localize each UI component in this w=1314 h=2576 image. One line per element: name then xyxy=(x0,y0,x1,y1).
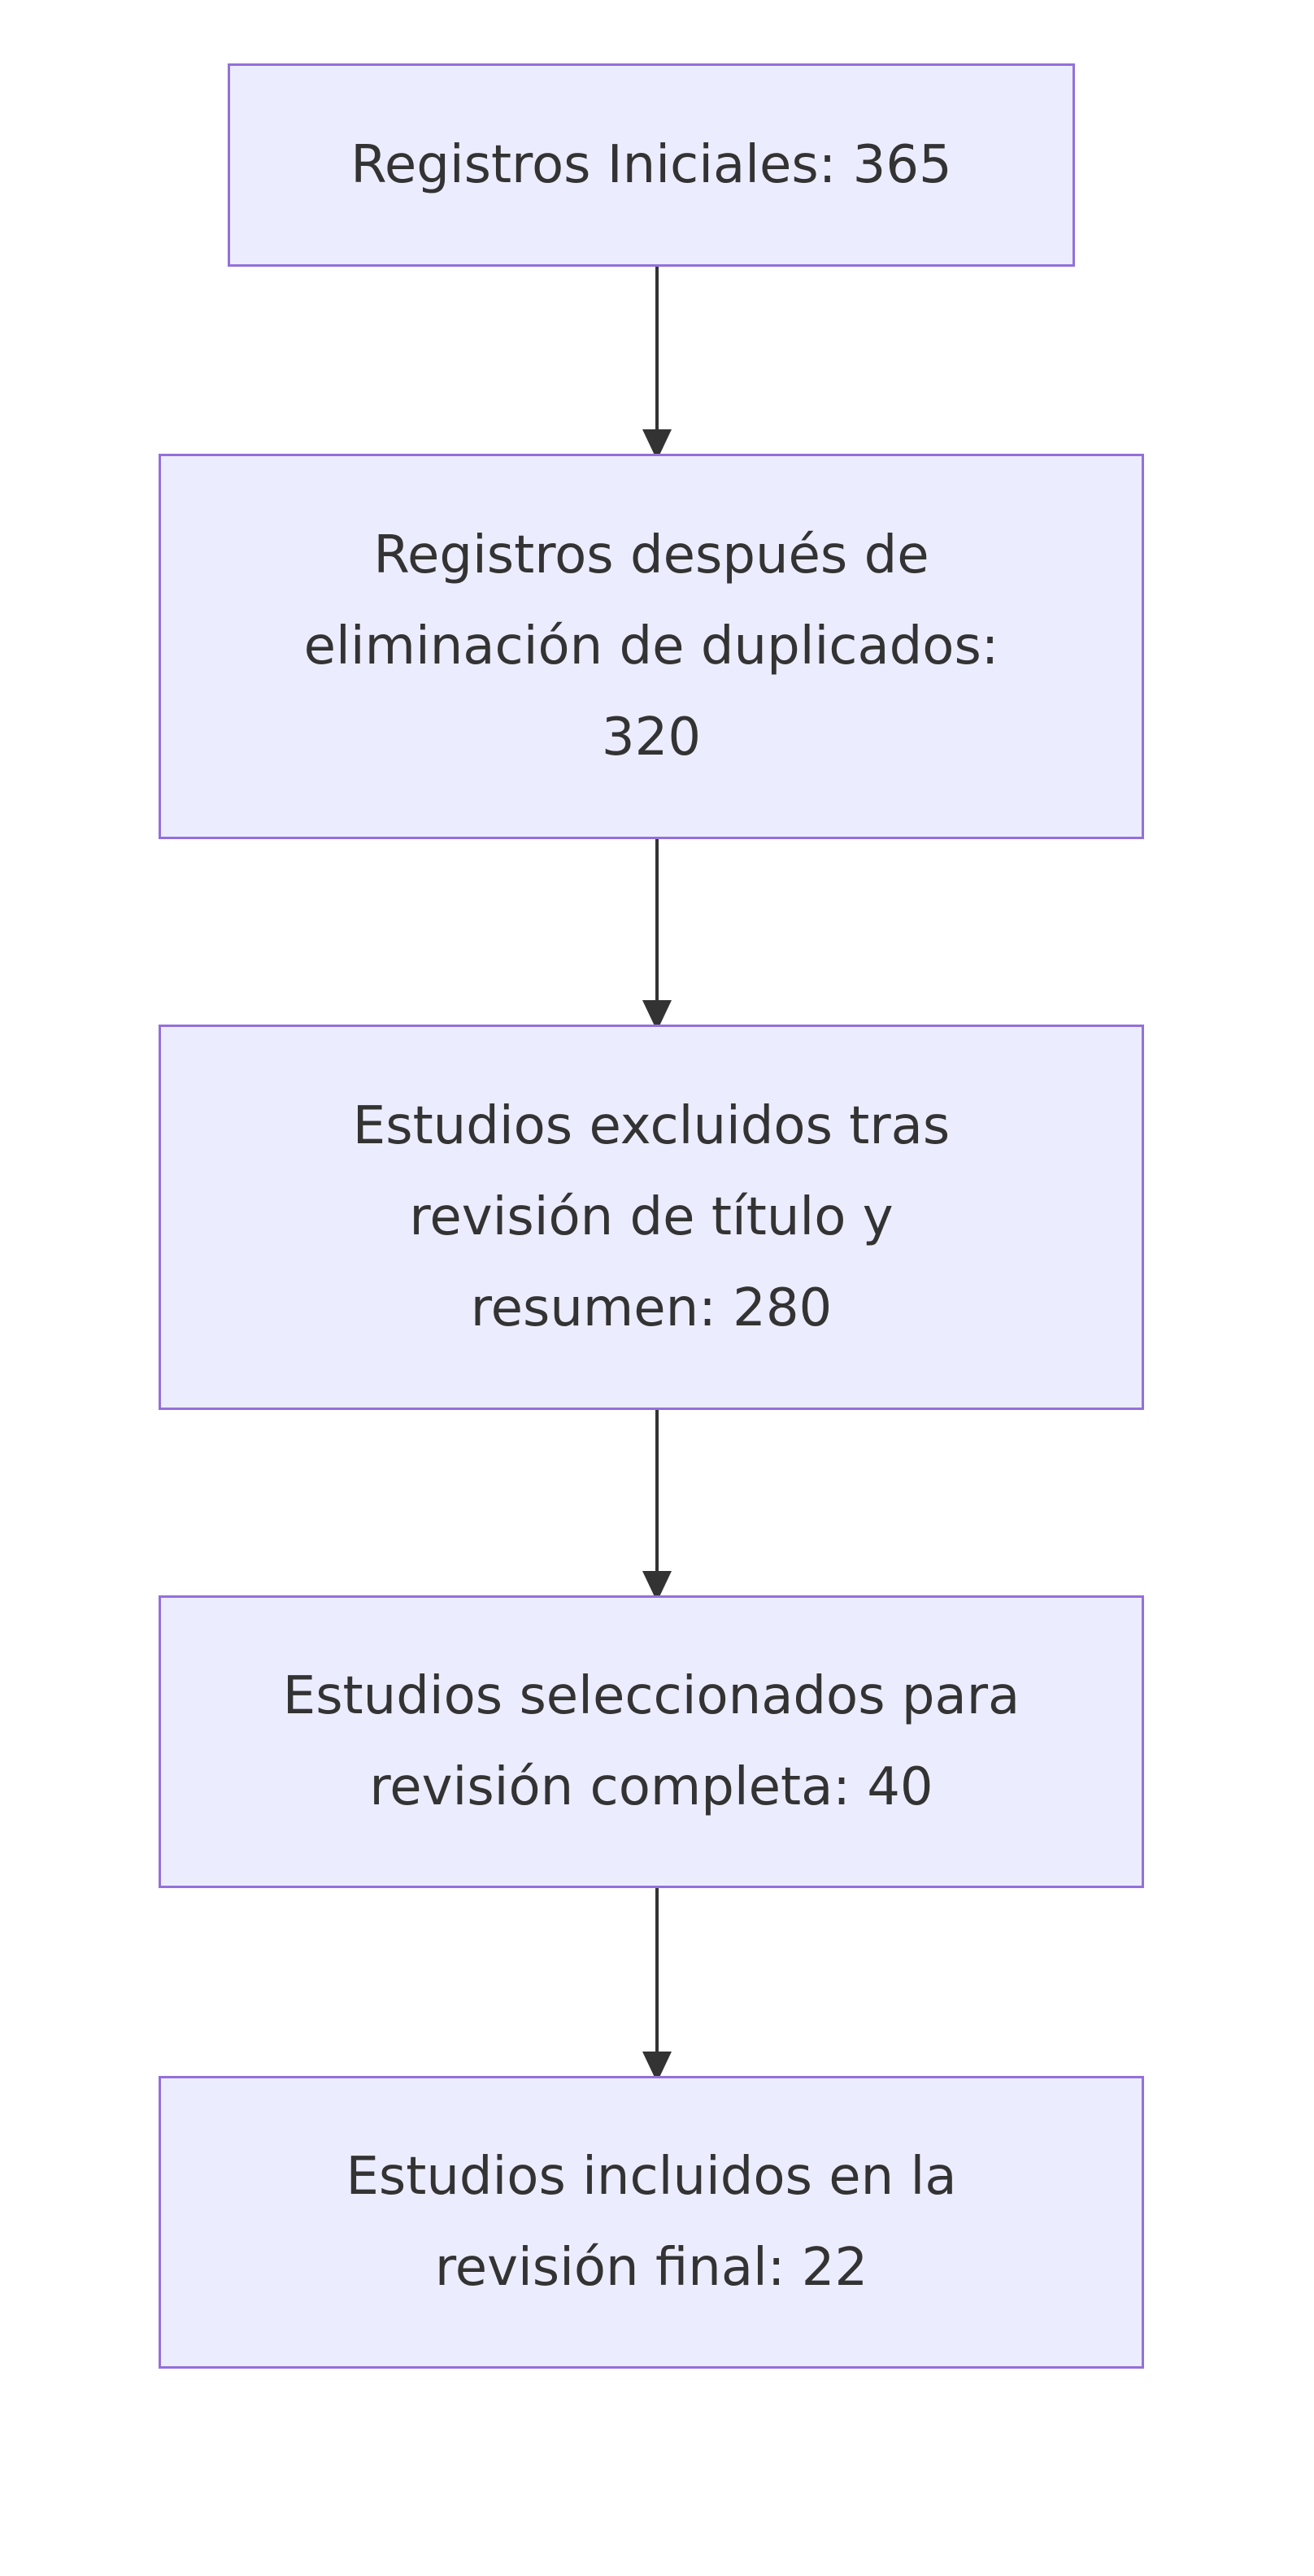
node-label: Estudios seleccionados para revisión com… xyxy=(282,1666,1020,1817)
edge-n2-n3 xyxy=(642,839,672,1031)
edge-arrowhead xyxy=(642,1571,672,1602)
edge-arrowhead xyxy=(642,1000,672,1031)
node-label: Estudios excluidos tras revisión de títu… xyxy=(352,1096,951,1338)
flow-node-initial-records: Registros Iniciales: 365 xyxy=(228,63,1075,267)
flow-node-after-deduplication: Registros después de eliminación de dupl… xyxy=(159,454,1144,839)
flow-node-included-final-review: Estudios incluidos en la revisión final:… xyxy=(159,2076,1144,2369)
node-label: Registros después de eliminación de dupl… xyxy=(303,525,999,768)
edge-arrowhead xyxy=(642,429,672,460)
edge-n4-n5 xyxy=(642,1888,672,2082)
edge-n1-n2 xyxy=(642,267,672,460)
edge-n3-n4 xyxy=(642,1410,672,1602)
node-label: Registros Iniciales: 365 xyxy=(350,135,952,195)
node-label: Estudios incluidos en la revisión final:… xyxy=(346,2147,957,2298)
flow-node-excluded-after-screening: Estudios excluidos tras revisión de títu… xyxy=(159,1025,1144,1410)
flow-node-selected-full-review: Estudios seleccionados para revisión com… xyxy=(159,1595,1144,1888)
edge-arrowhead xyxy=(642,2052,672,2082)
